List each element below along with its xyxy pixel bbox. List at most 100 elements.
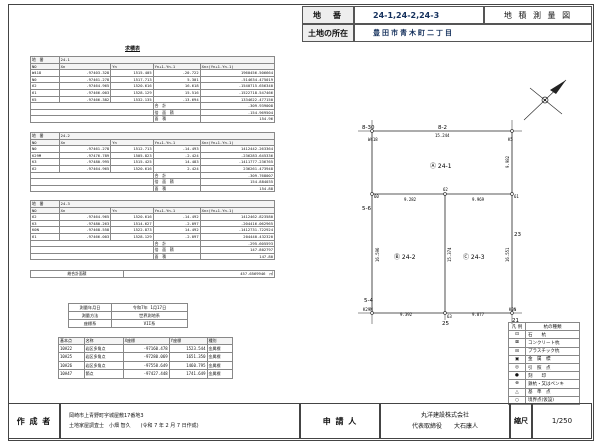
column-header: 種別 (206, 337, 233, 345)
table-title: 求積表 (125, 46, 141, 52)
area-label: 面 積 (152, 252, 201, 261)
table-cell: 10A22 (58, 343, 85, 354)
creator-name: 土地家屋調査士 小畑 智久 (令和 7 年 2 月 7 日作成) (69, 423, 199, 429)
legend-label: コンクリート杭 (525, 338, 580, 348)
table-cell: 節点 (83, 369, 124, 379)
table-cell: -97403.328 (58, 69, 112, 77)
applicant-representative: 代表取締役 大石康人 (411, 423, 478, 430)
table-cell: -2.097 (152, 232, 201, 241)
table-cell: -97480.995 (58, 158, 112, 166)
table-cell: 金属標 (206, 369, 233, 379)
table-cell: K0N (30, 226, 60, 234)
table-cell: -97558.649 (122, 360, 170, 371)
dimension-label: 9.392 (400, 312, 413, 317)
area-value: 154.96 (199, 115, 276, 123)
creator-label: 作 成 者 (8, 403, 60, 439)
table-cell: K3 (30, 158, 60, 166)
location-label: 土地の所在 (302, 24, 354, 42)
table-cell: -97464.965 (58, 213, 112, 221)
table-header-label: 地 番 (30, 56, 60, 64)
point-label: K29M (363, 307, 373, 312)
table-cell: K29M (30, 151, 60, 160)
table-cell: 1412462.823580 (199, 213, 276, 221)
table-cell: -14.493 (152, 145, 201, 153)
survey-info-label: 測量年月日 (68, 303, 112, 312)
survey-info-value: 令和7年 1月17日 (111, 303, 188, 312)
table-cell: -97464.965 (58, 164, 112, 173)
double-area-label: 倍 面 積 (152, 108, 201, 117)
point-label: K5 (508, 137, 513, 142)
table-cell: 岩区多角点 (83, 360, 124, 371)
table-cell: 61 (30, 88, 60, 97)
column-header: Yn+1-Yn-1 (152, 206, 201, 215)
legend-label: 鉄杭・又はペンキ (525, 379, 580, 389)
table-cell: 1514.627 (110, 219, 154, 228)
table-cell: W418 (30, 69, 60, 77)
boundary-marker (510, 311, 514, 315)
sum-value: -309.939008 (199, 102, 276, 110)
column-header: Xn (58, 206, 112, 215)
legend-label: 刻 印 (525, 371, 580, 381)
table-cell: 5.301 (152, 75, 201, 84)
table-cell: -97280.069 (122, 352, 170, 362)
column-header: NO (30, 138, 60, 147)
point-label: W418 (368, 137, 378, 142)
table-cell: 1334622.477150 (199, 95, 276, 104)
double-area-value: -154.969504 (199, 108, 276, 117)
drawing-frame (8, 4, 594, 441)
legend-item: ⊠コンクリート杭 (508, 338, 580, 348)
column-header: 名称 (83, 337, 124, 345)
header: 地 番 24-1,24-2,24-3 地 積 測 量 図 土地の所在 豊田市青木… (302, 6, 592, 42)
double-area-label: 倍 面 積 (152, 178, 201, 186)
legend-label: 金 属 標 (525, 354, 580, 364)
table-cell: -97468.558 (58, 226, 112, 234)
table-cell: -204416.062965 (199, 219, 276, 228)
lot-label-24-1: Ⓐ 24-1 (430, 162, 452, 170)
table-cell: 1517.713 (110, 75, 154, 84)
legend-symbol-icon: ⊡ (508, 330, 526, 340)
applicant-info: 丸洋建設株式会社 代表取締役 大石康人 (380, 403, 510, 439)
table-cell: 62 (30, 164, 60, 173)
table-cell: 岩区多角点 (83, 343, 124, 354)
table-cell: -97160.478 (122, 343, 170, 354)
scale-label: 縮尺 (510, 403, 532, 439)
table-cell: -14.492 (152, 213, 201, 221)
sum-value: -295.605593 (199, 239, 276, 248)
legend-label: 基 準 点 (525, 387, 580, 397)
dimension-label: 15.374 (447, 247, 452, 262)
table-cell: 1515.405 (110, 69, 154, 77)
table-cell: -2.097 (152, 219, 201, 228)
table-header-lot: 24-1 (58, 56, 276, 64)
creator-info: 岡崎市上青野町字城屋敷17番地3 土地家屋調査士 小畑 智久 (令和 7 年 2… (60, 403, 300, 439)
column-header: Yn+1-Yn-1 (152, 62, 201, 71)
table-cell: 1520.616 (110, 213, 154, 221)
table-cell: 1512.713 (110, 145, 154, 153)
lot-plan-drawing: 8-30 8-2 5-6 5-4 23 25 21 Ⓐ 24-1 Ⓑ 24-2 … (358, 120, 522, 327)
adjacent-lot-label: 25 (442, 321, 449, 327)
table-cell: -97466.003 (58, 232, 112, 241)
table-cell: 61 (30, 232, 60, 241)
table-cell: 1532.135 (110, 95, 154, 104)
table-cell: -1540715.656340 (199, 82, 276, 90)
table-cell: 1520.616 (110, 82, 154, 90)
point-label: K0N (509, 307, 517, 312)
column-header: Yn+1-Yn-1 (152, 138, 201, 147)
sum-label: 合 計 (152, 171, 201, 180)
point-label: 60 (374, 194, 379, 199)
adjacent-lot-label: 8-2 (438, 125, 447, 131)
survey-info-label: 測量方法 (68, 311, 112, 320)
legend-symbol-icon: ⊕ (508, 379, 526, 389)
double-area-label: 倍 面 積 (152, 246, 201, 254)
double-area-value: 147.802797 (199, 246, 276, 254)
table-cell: 1515.425 (110, 158, 154, 166)
survey-info-value: 世界測地系 (111, 311, 188, 320)
legend-label: 引 照 点 (525, 362, 580, 373)
